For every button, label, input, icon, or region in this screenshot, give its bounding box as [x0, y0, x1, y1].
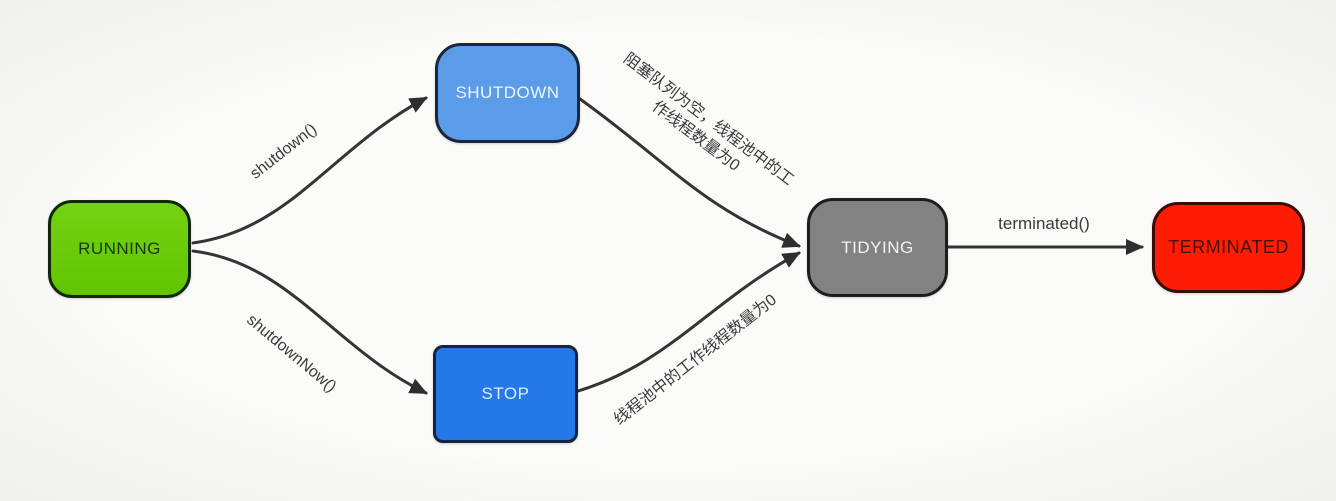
state-node-shutdown: SHUTDOWN — [435, 43, 580, 143]
edge-running-stop — [191, 249, 428, 395]
state-label-running: RUNNING — [78, 239, 161, 258]
edge-running-shutdown — [191, 96, 428, 245]
state-label-shutdown: SHUTDOWN — [455, 83, 560, 102]
state-label-stop: STOP — [481, 384, 530, 403]
edge-stop-tidying — [576, 251, 801, 393]
edge-label-terminated-call: terminated() — [998, 214, 1090, 233]
state-node-tidying: TIDYING — [807, 198, 948, 297]
state-node-stop: STOP — [433, 345, 578, 443]
edge-shutdown-tidying — [578, 97, 801, 248]
state-node-terminated: TERMINATED — [1152, 202, 1305, 293]
state-node-running: RUNNING — [48, 200, 191, 298]
state-label-tidying: TIDYING — [841, 237, 914, 257]
state-label-terminated: TERMINATED — [1168, 237, 1289, 257]
